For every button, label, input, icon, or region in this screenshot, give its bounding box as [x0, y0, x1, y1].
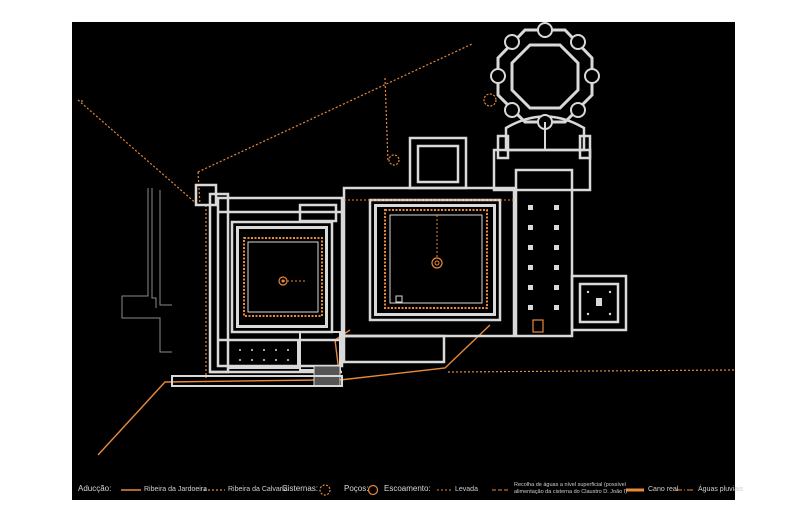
legend-cano-real-label: Cano real — [648, 486, 679, 493]
legend-wells-swatch — [367, 484, 379, 496]
legend-adduccao-label: Aducção: — [78, 484, 112, 493]
left-outline — [121, 188, 172, 353]
legend-symbols — [121, 484, 694, 496]
central-small-square — [395, 295, 403, 303]
calvaria-lines — [77, 43, 736, 378]
legend-jardoeira-label: Ribeira da Jardoeira — [144, 486, 208, 493]
legend-cisterns-swatch — [319, 484, 331, 496]
left-cloister — [194, 183, 344, 374]
legend-recolha-line2: alimentação da cisterna do Claustro D. J… — [514, 489, 628, 495]
octagon-radial-chapels — [490, 22, 600, 130]
well-west — [388, 154, 400, 166]
plan-background — [72, 22, 735, 500]
legend: Aducção: Ribeira da Jardoeira Ribeira da… — [72, 478, 743, 500]
central-garth — [389, 214, 483, 304]
lower-room-dots — [239, 349, 289, 361]
legend-cisternas-label: Cisternas: — [282, 484, 319, 493]
legend-levada-label: Levada — [455, 486, 478, 493]
left-cloister-cistern-border — [243, 237, 323, 317]
central-well — [431, 257, 443, 269]
nave-pillars — [528, 205, 559, 310]
central-well-inner — [434, 260, 440, 266]
legend-escoamento-label: Escoamento: — [384, 484, 431, 493]
central-cistern-border — [384, 209, 488, 309]
central-cloister-columns — [374, 204, 496, 316]
legend-pocos-label: Poços: — [344, 484, 369, 493]
south-wall — [171, 375, 343, 387]
left-cloister-columns — [236, 226, 328, 328]
legend-calvaria-label: Ribeira da Calvaria — [228, 486, 288, 493]
legend-recolha-label: Recolha de águas a nível superficial (po… — [514, 482, 627, 496]
legend-pluviais-label: Águas pluviais — [698, 486, 744, 493]
chapter-house — [408, 136, 468, 190]
left-cloister-garth — [247, 241, 319, 313]
well-north — [483, 93, 497, 107]
church-entrance-marker — [532, 319, 544, 333]
legend-recolha-line1: Recolha de águas a nível superficial (po… — [514, 482, 626, 488]
founders-chapel — [570, 274, 628, 332]
founders-chapel-markers — [586, 290, 612, 316]
central-cloister — [342, 186, 516, 364]
